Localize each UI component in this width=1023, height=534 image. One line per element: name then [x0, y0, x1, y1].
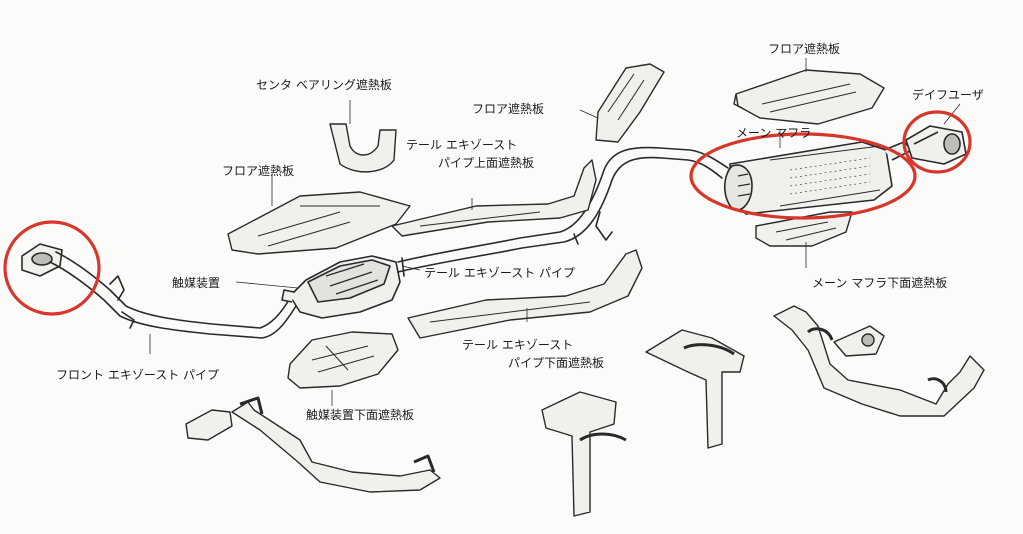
front-exhaust-pipe: [21, 243, 297, 339]
center-bearing-shield-part: [329, 123, 397, 173]
tail-exhaust-pipe: [397, 146, 729, 277]
label-tail-pipe-lower-shield-1: テール エキゾースト: [462, 338, 574, 352]
label-diffuser: デイフユーザ: [912, 88, 984, 102]
main-muffler-highlight-circle: [689, 132, 917, 220]
diffuser-highlight-circle: [902, 110, 972, 174]
floor-shield-top-part: [733, 69, 885, 125]
tail-pipe-upper-shield-long: [391, 159, 597, 237]
label-center-bearing-shield: センタ ベアリング遮熱板: [256, 78, 392, 92]
tail-pipe-upper-shield-part: [595, 63, 665, 143]
floor-shield-left-part: [227, 191, 411, 255]
label-tail-pipe-lower-shield-2: パイプ下面遮熱板: [508, 356, 605, 370]
label-floor-shield-mid: フロア遮熱板: [472, 102, 545, 116]
diffuser: [905, 125, 967, 165]
label-tail-pipe-upper-shield-1: テール エキゾースト: [406, 138, 518, 152]
main-muffler-lower-shield-part: [755, 211, 853, 247]
front-pipe-flange-hole: [31, 252, 53, 266]
label-main-muffler: メーン マフラ: [736, 126, 812, 140]
label-catalyst-lower-shield: 触媒装置下面遮熱板: [306, 408, 415, 422]
label-front-pipe: フロント エキゾースト パイプ: [56, 368, 220, 382]
label-tail-pipe: テール エキゾースト パイプ: [424, 266, 576, 280]
catalyst-body: [281, 255, 401, 319]
highlight-circles: [3, 110, 972, 316]
label-floor-shield-left: フロア遮熱板: [222, 164, 295, 178]
tail-pipe-lower-shield-part: [407, 249, 643, 339]
main-muffler: [723, 141, 913, 215]
label-catalyst: 触媒装置: [172, 276, 221, 290]
label-main-muffler-lower-shield: メーン マフラ下面遮熱板: [812, 276, 948, 290]
label-tail-pipe-upper-shield-2: パイプ上面遮熱板: [438, 156, 535, 170]
hanger-brackets: [185, 305, 985, 517]
catalyst-lower-shield-part: [287, 331, 399, 389]
label-floor-shield-top: フロア遮熱板: [768, 42, 841, 56]
front-pipe-highlight-circle: [3, 220, 101, 316]
